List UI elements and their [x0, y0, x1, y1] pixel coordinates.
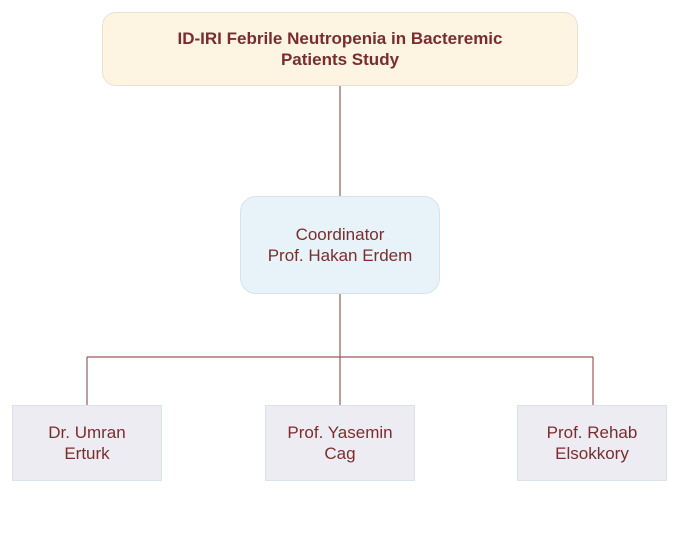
- member-line-2: Cag: [324, 444, 356, 463]
- title-line-1: ID-IRI Febrile Neutropenia in Bacteremic: [177, 29, 503, 48]
- member-node-1: Dr. Umran Erturk: [12, 405, 162, 481]
- study-title-node: ID-IRI Febrile Neutropenia in Bacteremic…: [102, 12, 578, 86]
- member-line-1: Dr. Umran: [48, 423, 126, 442]
- member-node-2: Prof. Yasemin Cag: [265, 405, 415, 481]
- coordinator-name: Prof. Hakan Erdem: [267, 246, 413, 265]
- member-line-1: Prof. Rehab: [546, 423, 638, 442]
- member-line-1: Prof. Yasemin: [287, 423, 393, 442]
- coordinator-role: Coordinator: [295, 225, 385, 244]
- coordinator-node: Coordinator Prof. Hakan Erdem: [240, 196, 440, 294]
- member-line-2: Erturk: [64, 444, 110, 463]
- member-line-2: Elsokkory: [555, 444, 629, 463]
- title-line-2: Patients Study: [280, 50, 400, 69]
- member-node-3: Prof. Rehab Elsokkory: [517, 405, 667, 481]
